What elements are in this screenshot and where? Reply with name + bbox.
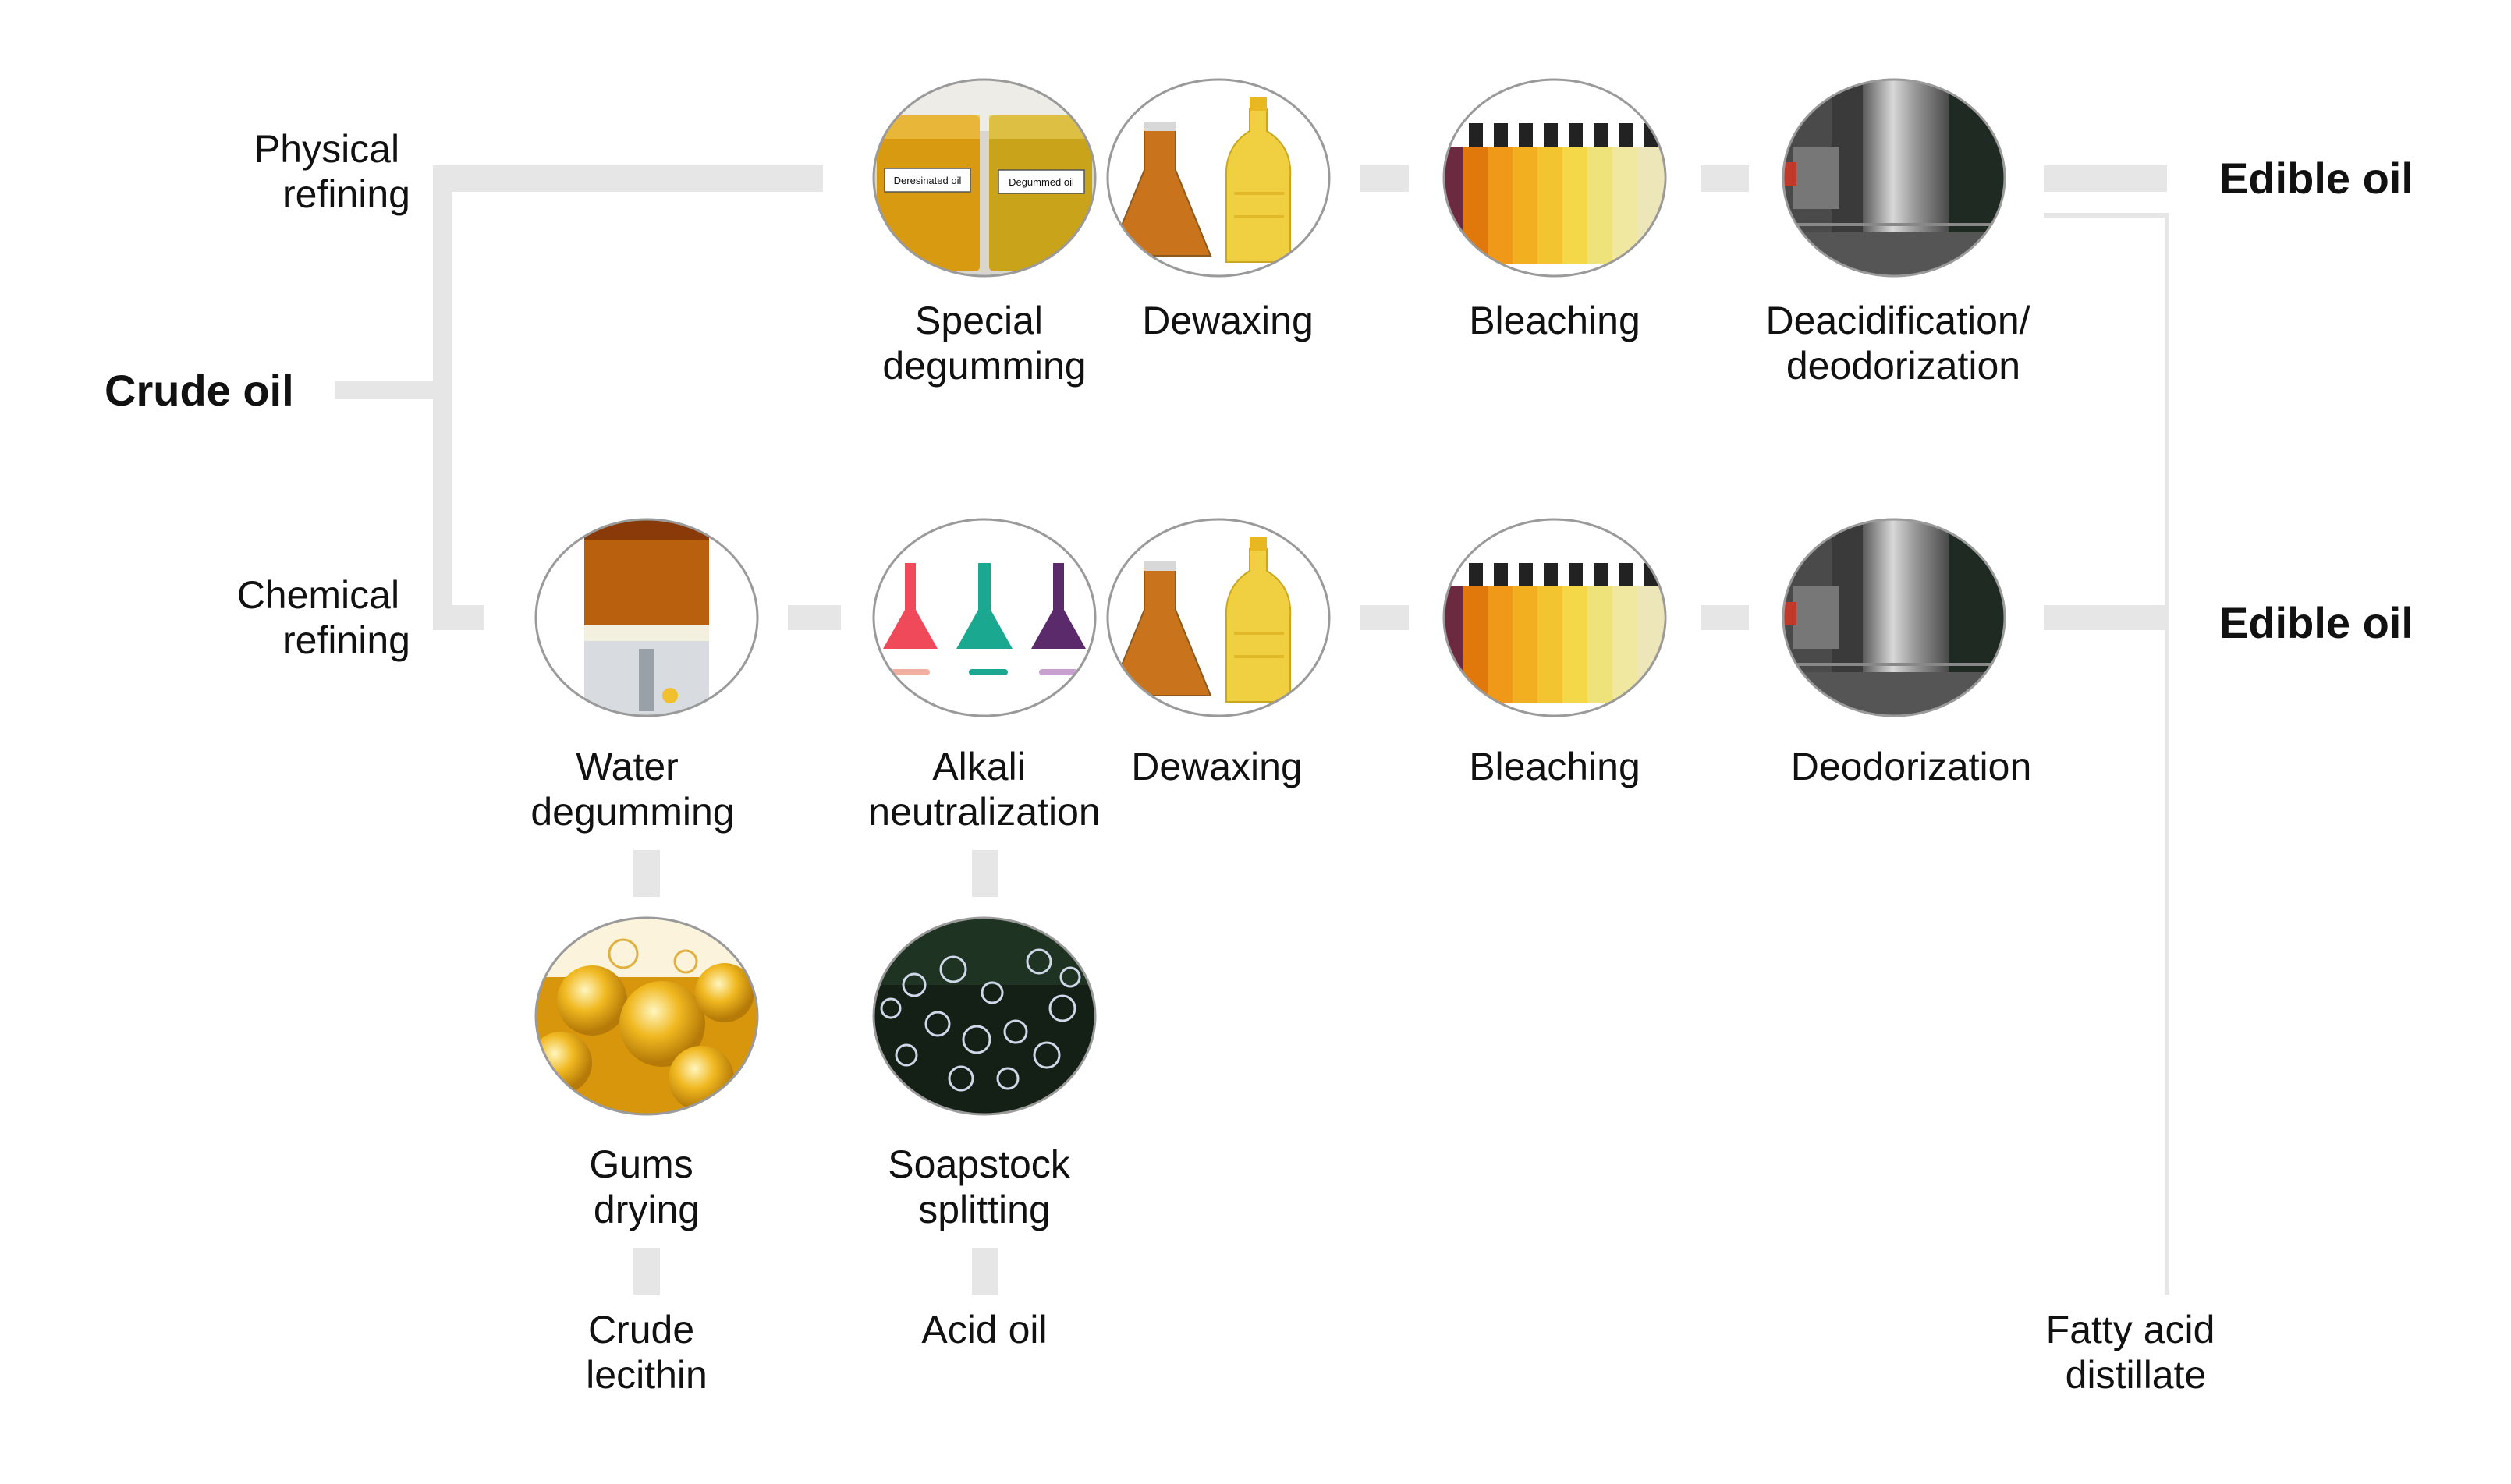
crude-lecithin-label: Crude lecithin [586, 1308, 708, 1397]
to-edible-oil-bottom-connector [2044, 605, 2167, 630]
deodorizer-tower-photo [1782, 78, 2006, 278]
to-edible-oil-top-connector [2044, 165, 2167, 192]
connectors [335, 165, 2169, 1295]
crude-oil-label: Crude oil [105, 366, 294, 415]
fatty-acid-distillate-label: Fatty acid distillate [2046, 1308, 2226, 1397]
chemical-refining-label: Chemical refining [237, 573, 410, 662]
physical-connector [433, 165, 823, 192]
edible-oil-top-label: Edible oil [2219, 154, 2413, 203]
node-labels: Crude oil Physical refining Chemical ref… [105, 127, 2413, 1397]
oil-sample-bottles-photo-2 [1442, 518, 1667, 717]
physical-step-labels: Special degumming Dewaxing Bleaching Dea… [882, 299, 2041, 388]
gums-drying-label: Gums drying [589, 1142, 704, 1231]
bleaching-2-label: Bleaching [1469, 745, 1640, 788]
degumming-beaker-photo [534, 518, 759, 717]
bleach-to-deodorize-2-connector [1701, 605, 1749, 630]
byproduct-step-labels: Gums drying Soapstock splitting [589, 1142, 1080, 1231]
soap-bubbles-photo [872, 916, 1097, 1116]
oil-flask-and-bottle-photo [1106, 78, 1331, 278]
soapstock-splitting-label: Soapstock splitting [888, 1142, 1080, 1231]
acid-oil-label: Acid oil [921, 1308, 1047, 1351]
refining-split-bar [433, 165, 452, 627]
dewaxing-2-label: Dewaxing [1131, 745, 1303, 788]
water-to-alkali-connector [788, 605, 841, 630]
gums-to-lecithin-connector [633, 1248, 660, 1295]
dewax-to-bleach-connector [1360, 165, 1409, 192]
beaker-left-label: Deresinated oil [894, 175, 962, 186]
water-to-gums-connector [633, 850, 660, 897]
soapstock-to-acid-connector [972, 1248, 998, 1295]
chemical-connector [433, 605, 484, 630]
special-degumming-label: Special degumming [882, 299, 1086, 388]
edible-oil-bottom-label: Edible oil [2219, 598, 2413, 647]
alkali-to-soapstock-connector [972, 850, 998, 897]
deodorizer-tower-photo-2 [1782, 518, 2006, 717]
deacidification-deodorization-label: Deacidification/ deodorization [1766, 299, 2041, 388]
bleaching-label: Bleaching [1469, 299, 1640, 342]
dewaxing-label: Dewaxing [1142, 299, 1314, 342]
degummed-oil-beakers-photo: Deresinated oil Degummed oil [872, 78, 1097, 278]
oil-flask-and-bottle-photo-2 [1106, 518, 1331, 717]
colored-flasks-photo [872, 518, 1097, 717]
oil-bubbles-photo [534, 916, 759, 1116]
crude-oil-connector [335, 381, 437, 399]
physical-refining-label: Physical refining [254, 127, 410, 216]
fatty-acid-line [2044, 213, 2169, 1295]
chemical-step-labels: Water degumming Alkali neutralization De… [530, 745, 2031, 834]
alkali-neutralization-label: Alkali neutralization [868, 745, 1100, 834]
bleach-to-deodorize-connector [1701, 165, 1749, 192]
dewax-to-bleach-2-connector [1360, 605, 1409, 630]
beaker-right-label: Degummed oil [1009, 176, 1074, 188]
deodorization-label: Deodorization [1791, 745, 2032, 788]
water-degumming-label: Water degumming [530, 745, 734, 834]
oil-sample-bottles-photo [1442, 78, 1667, 278]
